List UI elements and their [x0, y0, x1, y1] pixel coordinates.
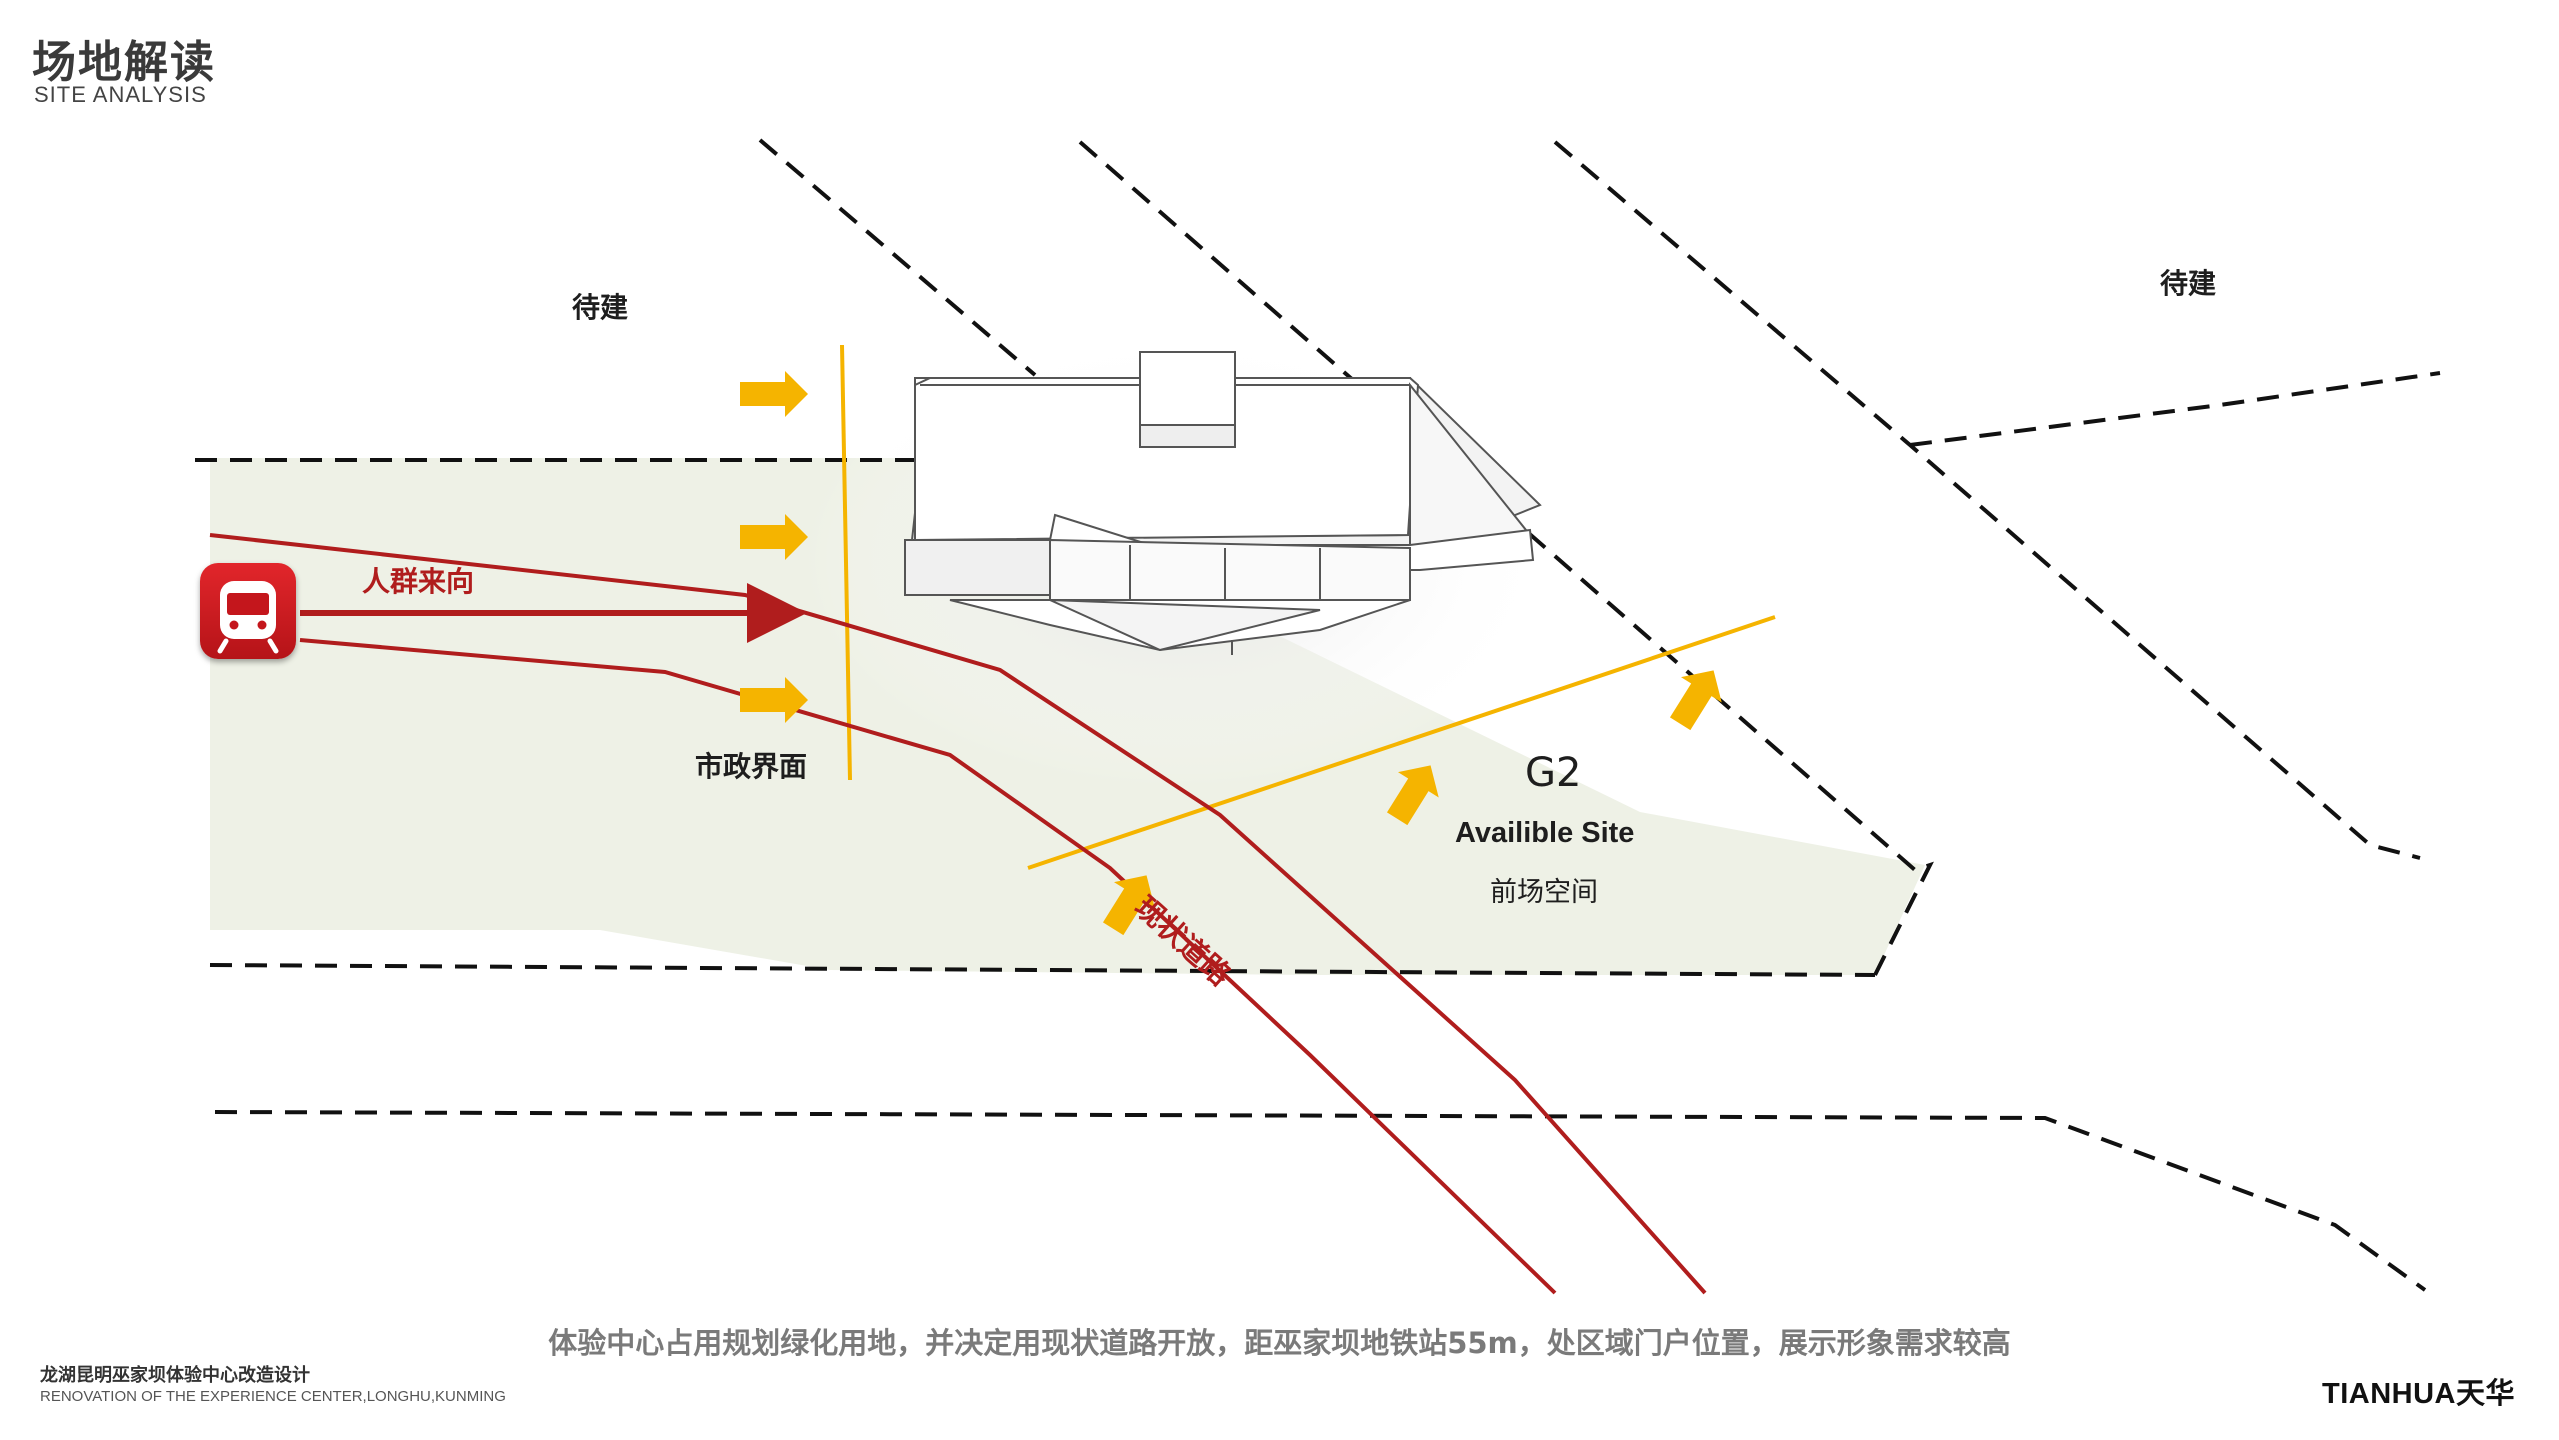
- project-title-zh: 龙湖昆明巫家坝体验中心改造设计: [40, 1365, 310, 1386]
- front-space-label: 前场空间: [1490, 877, 1598, 908]
- available-site-label: Availible Site: [1455, 817, 1635, 849]
- boundary-lines: [195, 138, 2441, 1292]
- caption: 体验中心占用规划绿化用地，并决定用现状道路开放，距巫家坝地铁站55m，处区域门户…: [548, 1326, 2011, 1360]
- arrow-icon: [740, 677, 808, 723]
- existing-road-edge-2: [299, 638, 1557, 1295]
- arrow-icon: [740, 371, 808, 417]
- boundary-line-right: [1909, 371, 2441, 447]
- page-subtitle: SITE ANALYSIS: [34, 82, 207, 107]
- municipal-interface-line: [840, 344, 852, 781]
- arrow-icon: [1386, 765, 1439, 826]
- plot-code: G2: [1525, 750, 1582, 796]
- boundary-line-bottom: [214, 1110, 2427, 1292]
- page-title: 场地解读: [32, 37, 216, 88]
- arrow-icon: [1102, 875, 1155, 936]
- crowd-direction-label: 人群来向: [362, 565, 475, 598]
- pending-construction-label-right: 待建: [2160, 267, 2217, 300]
- municipal-interface-label: 市政界面: [695, 750, 808, 783]
- arrow-icon: [740, 514, 808, 560]
- boundary-line-diagonal-3: [1553, 140, 2421, 860]
- existing-road-edge-1: [209, 533, 1707, 1295]
- site-front-line: [1027, 615, 1776, 870]
- building-model: [904, 351, 1542, 655]
- boundary-line-diagonal-1: [758, 138, 1037, 377]
- project-title-en: RENOVATION OF THE EXPERIENCE CENTER,LONG…: [40, 1388, 506, 1405]
- arrow-icon: [1669, 670, 1722, 731]
- metro-station: [200, 563, 296, 659]
- metro-train-icon: [217, 581, 279, 654]
- pending-construction-label-left: 待建: [572, 291, 629, 324]
- company-logo: TIANHUA天华: [2322, 1378, 2515, 1410]
